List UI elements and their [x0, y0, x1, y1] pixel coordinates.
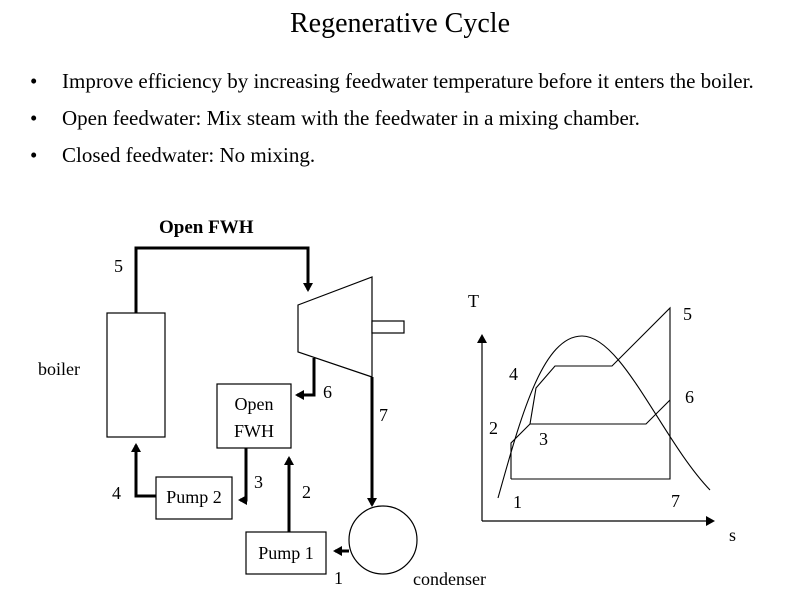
ts-state-label-5: 5: [683, 304, 692, 324]
pump-1-box: [245, 531, 327, 575]
turbine-shaft: [371, 320, 405, 334]
state-label-1: 1: [334, 568, 343, 588]
line-state-5: [134, 246, 313, 313]
boiler-label: boiler: [38, 359, 80, 379]
ts-cycle-path: [510, 306, 671, 480]
state-label-7: 7: [379, 405, 388, 425]
ts-state-label-7: 7: [671, 491, 680, 511]
saturation-dome: [497, 335, 711, 499]
bullet-item: • Open feedwater: Mix steam with the feed…: [28, 105, 778, 132]
bullet-marker: •: [30, 69, 38, 93]
boiler-box: [106, 312, 166, 438]
open-fwh-box: [216, 383, 292, 449]
schematic: Open FWH boiler 5 6 7 Open FWH condenser…: [38, 217, 486, 589]
pump-2-box: [155, 476, 233, 520]
bullet-text: Open feedwater: Mix steam with the feedw…: [62, 106, 640, 130]
slide-title: Regenerative Cycle: [289, 8, 510, 39]
turbine: [297, 276, 373, 378]
schematic-heading: Open FWH: [159, 217, 254, 238]
state-label-2: 2: [302, 482, 311, 502]
state-label-3: 3: [254, 472, 263, 492]
ts-diagram: T s 1 2 3 4 5 6 7: [468, 291, 736, 545]
condenser: [348, 505, 418, 575]
ts-state-label-6: 6: [685, 387, 694, 407]
bullet-marker: •: [30, 143, 38, 167]
line-state-6: [295, 358, 316, 400]
bullet-item: • Closed feedwater: No mixing.: [28, 142, 778, 169]
ts-state-label-4: 4: [509, 364, 518, 384]
condenser-label: condenser: [413, 569, 486, 589]
line-state-3: [238, 448, 248, 505]
state-label-4: 4: [112, 483, 121, 503]
state-label-5: 5: [114, 256, 123, 276]
ts-state-label-2: 2: [489, 418, 498, 438]
ts-y-axis-label: T: [468, 291, 479, 311]
open-fwh-label-line2: FWH: [234, 421, 274, 441]
ts-x-axis-label: s: [729, 525, 736, 545]
ts-bleed-path: [530, 399, 671, 425]
pump-1-label: Pump 1: [258, 543, 314, 563]
bullet-marker: •: [30, 106, 38, 130]
bullet-text: Improve efficiency by increasing feedwat…: [62, 69, 754, 93]
line-state-4: [131, 443, 156, 498]
pump-2-label: Pump 2: [166, 487, 222, 507]
ts-state-label-3: 3: [539, 429, 548, 449]
open-fwh-label-line1: Open: [235, 394, 274, 414]
bullet-list: • Improve efficiency by increasing feedwa…: [28, 68, 778, 179]
ts-state-label-1: 1: [513, 492, 522, 512]
bullet-item: • Improve efficiency by increasing feedwa…: [28, 68, 778, 95]
bullet-text: Closed feedwater: No mixing.: [62, 143, 316, 167]
state-label-6: 6: [323, 382, 332, 402]
